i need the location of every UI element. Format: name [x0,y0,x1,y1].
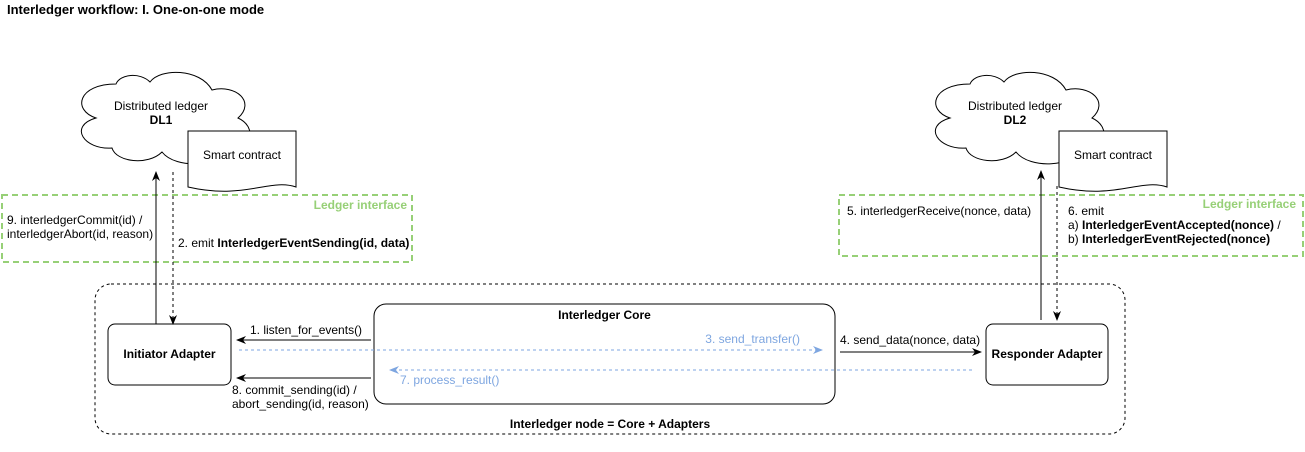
step-6-a-prefix: a) [1068,218,1083,232]
step-6-line1: 6. emit [1068,204,1105,218]
step-5-label: 5. interledgerReceive(nonce, data) [847,204,1032,218]
right-ledger-interface-label: Ledger interface [1202,197,1296,211]
step-9-line2: interledgerAbort(id, reason) [7,227,154,241]
right-smart-contract-label: Smart contract [1073,148,1153,162]
initiator-adapter-label: Initiator Adapter [123,347,216,361]
left-smart-contract-shape [187,130,297,192]
interledger-node-boundary [94,283,1126,435]
step-3-label: 3. send_transfer() [705,332,800,346]
left-ledger-id: DL1 [149,113,173,127]
left-smart-contract-label: Smart contract [202,148,282,162]
step-2-prefix: 2. emit [178,236,218,250]
step-6-b-event: InterledgerEventRejected(nonce) [1082,232,1271,246]
step-2-label: 2. emit InterledgerEventSending(id, data… [178,236,409,251]
left-ledger-interface-box [1,194,413,263]
step-1-label: 1. listen_for_events() [250,323,363,337]
step-8-line2: abort_sending(id, reason) [232,397,369,411]
responder-adapter-label: Responder Adapter [991,347,1103,361]
right-ledger-interface-box [838,194,1304,257]
step-9-line1: 9. interledgerCommit(id) / [7,213,143,227]
left-ledger-interface-label: Ledger interface [313,198,407,212]
interledger-core-box [373,303,836,405]
step-2-event: InterledgerEventSending(id, data) [217,236,410,250]
left-ledger-name: Distributed ledger [113,99,209,113]
page-title: Interledger workflow: I. One-on-one mode [7,2,265,17]
step-7-label: 7. process_result() [400,373,500,387]
step-6-a-event: InterledgerEventAccepted(nonce) [1082,218,1275,232]
right-ledger-id: DL2 [1003,113,1027,127]
core-label: Interledger Core [558,308,651,322]
step-6-a-suffix: / [1274,218,1281,232]
step-8-line1: 8. commit_sending(id) / [232,383,357,397]
step-6-line-b: b) InterledgerEventRejected(nonce) [1068,232,1270,247]
step-6-line-a: a) InterledgerEventAccepted(nonce) / [1068,218,1281,233]
step-6-b-prefix: b) [1068,232,1083,246]
node-label: Interledger node = Core + Adapters [509,417,711,431]
right-smart-contract-shape [1058,130,1168,192]
step-4-label: 4. send_data(nonce, data) [840,333,981,347]
right-ledger-name: Distributed ledger [967,99,1063,113]
responder-adapter-box [985,323,1109,386]
